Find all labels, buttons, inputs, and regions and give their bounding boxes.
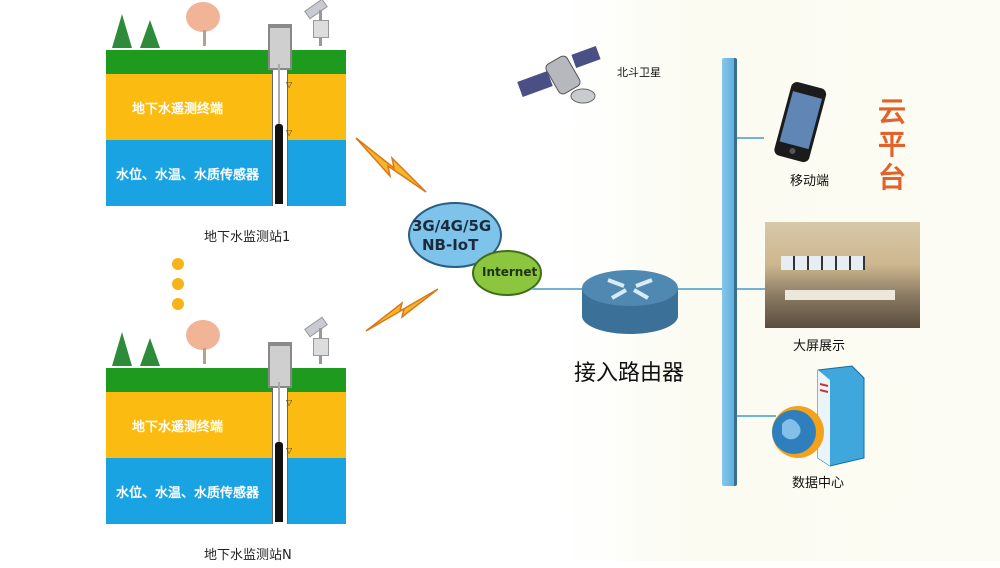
water-sensor-probe (275, 442, 283, 522)
water-sensor-probe (275, 124, 283, 204)
water-level-mark-icon: ▽ (286, 128, 293, 137)
cloud-platform-title-char: 云 (877, 95, 906, 128)
monitoring-station-n: 地下水遥测终端 水位、水温、水质传感器 ▽ ▽ 地下水监测站N (100, 316, 360, 568)
sensor-cable (278, 64, 280, 124)
data-center-icon (772, 365, 865, 467)
tree-icon (112, 332, 132, 366)
control-room-image (765, 222, 920, 328)
grass-layer (106, 50, 346, 74)
water-level-mark-icon: ▽ (286, 80, 293, 89)
ellipsis-dot (172, 258, 184, 270)
soil-layer: 地下水遥测终端 (106, 74, 346, 140)
big-screen-label: 大屏展示 (793, 339, 846, 354)
tree-trunk (203, 30, 206, 46)
tree-trunk (203, 348, 206, 364)
mobile-label: 移动端 (790, 174, 830, 189)
station-label: 地下水监测站1 (204, 230, 291, 245)
console-desk (785, 290, 895, 300)
terminal-label: 地下水遥测终端 (132, 102, 224, 117)
link-cloud-router (532, 288, 584, 290)
link-router-bus (676, 288, 724, 290)
network-bus-bar (722, 58, 737, 486)
telemetry-box-icon (313, 338, 329, 356)
terminal-label: 地下水遥测终端 (132, 420, 224, 435)
cloud-platform-title-char: 平 (877, 128, 906, 161)
well-cap (268, 24, 292, 70)
water-level-mark-icon: ▽ (286, 398, 293, 407)
smartphone-icon (774, 82, 827, 163)
grass-layer (106, 368, 346, 392)
link-bus-screen (736, 288, 766, 290)
monitoring-station-1: 地下水遥测终端 水位、水温、水质传感器 ▽ ▽ 地下水监测站1 (100, 0, 360, 250)
water-layer: 水位、水温、水质传感器 (106, 140, 346, 206)
video-wall (781, 256, 865, 270)
water-level-mark-icon: ▽ (286, 446, 293, 455)
wireless-signal-icon (365, 288, 439, 332)
satellite-icon (517, 45, 601, 104)
sensor-label: 水位、水温、水质传感器 (116, 486, 260, 501)
soil-layer: 地下水遥测终端 (106, 392, 346, 458)
network-cloud-icon (408, 202, 542, 296)
cloud-platform-title: 云平台 (876, 95, 908, 194)
cloud-platform-title-char: 台 (877, 161, 906, 194)
wireless-signal-icon (355, 137, 427, 193)
deciduous-tree-icon (186, 2, 220, 32)
link-bus-datacenter (736, 415, 776, 417)
tree-icon (140, 20, 160, 48)
water-layer: 水位、水温、水质传感器 (106, 458, 346, 524)
deciduous-tree-icon (186, 320, 220, 350)
ellipsis-dot (172, 278, 184, 290)
solar-panel-icon (304, 0, 328, 20)
tree-icon (112, 14, 132, 48)
solar-panel-icon (304, 316, 328, 338)
satellite-label: 北斗卫星 (617, 66, 661, 79)
telemetry-box-icon (313, 20, 329, 38)
well-cap (268, 342, 292, 388)
tree-icon (140, 338, 160, 366)
router-icon (582, 270, 678, 334)
cloud-nbiot: NB-IoT (422, 236, 479, 254)
station-label: 地下水监测站N (204, 548, 292, 563)
sensor-label: 水位、水温、水质传感器 (116, 168, 260, 183)
internet-label: Internet (482, 265, 538, 279)
sensor-cable (278, 382, 280, 442)
cloud-network-types: 3G/4G/5G (412, 217, 492, 235)
data-center-label: 数据中心 (792, 476, 845, 491)
ellipsis-dot (172, 298, 184, 310)
router-label: 接入路由器 (574, 361, 685, 386)
link-bus-mobile (736, 137, 764, 139)
